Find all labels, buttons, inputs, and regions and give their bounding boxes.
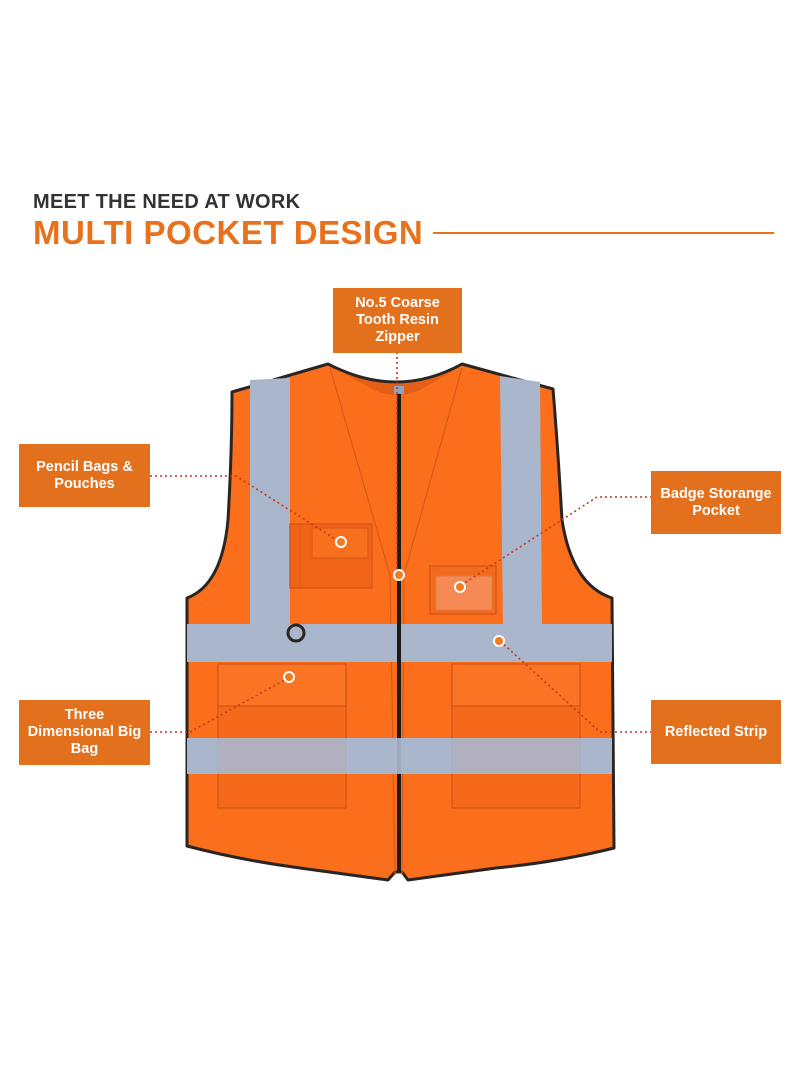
leader-pencil (150, 475, 341, 543)
dot-pencil (335, 536, 347, 548)
callout-badge: Badge Storange Pocket (651, 471, 781, 534)
dot-strip (493, 635, 505, 647)
dot-zipper (393, 569, 405, 581)
callout-pencil: Pencil Bags & Pouches (19, 444, 150, 507)
callout-zipper: No.5 Coarse Tooth Resin Zipper (333, 288, 462, 353)
title: MULTI POCKET DESIGN (33, 214, 424, 251)
reflective-strip-left (250, 378, 290, 628)
leader-strip (499, 640, 652, 733)
subtitle: MEET THE NEED AT WORK (33, 191, 301, 213)
callout-bigbag: Three Dimensional Big Bag (19, 700, 150, 765)
reflective-strip-right (500, 376, 542, 628)
title-divider (433, 232, 774, 234)
dot-badge (454, 581, 466, 593)
leader-badge (459, 496, 652, 587)
leader-bigbag (150, 676, 291, 733)
dot-bigbag (283, 671, 295, 683)
callout-strip: Reflected Strip (651, 700, 781, 764)
d-ring (286, 623, 306, 643)
